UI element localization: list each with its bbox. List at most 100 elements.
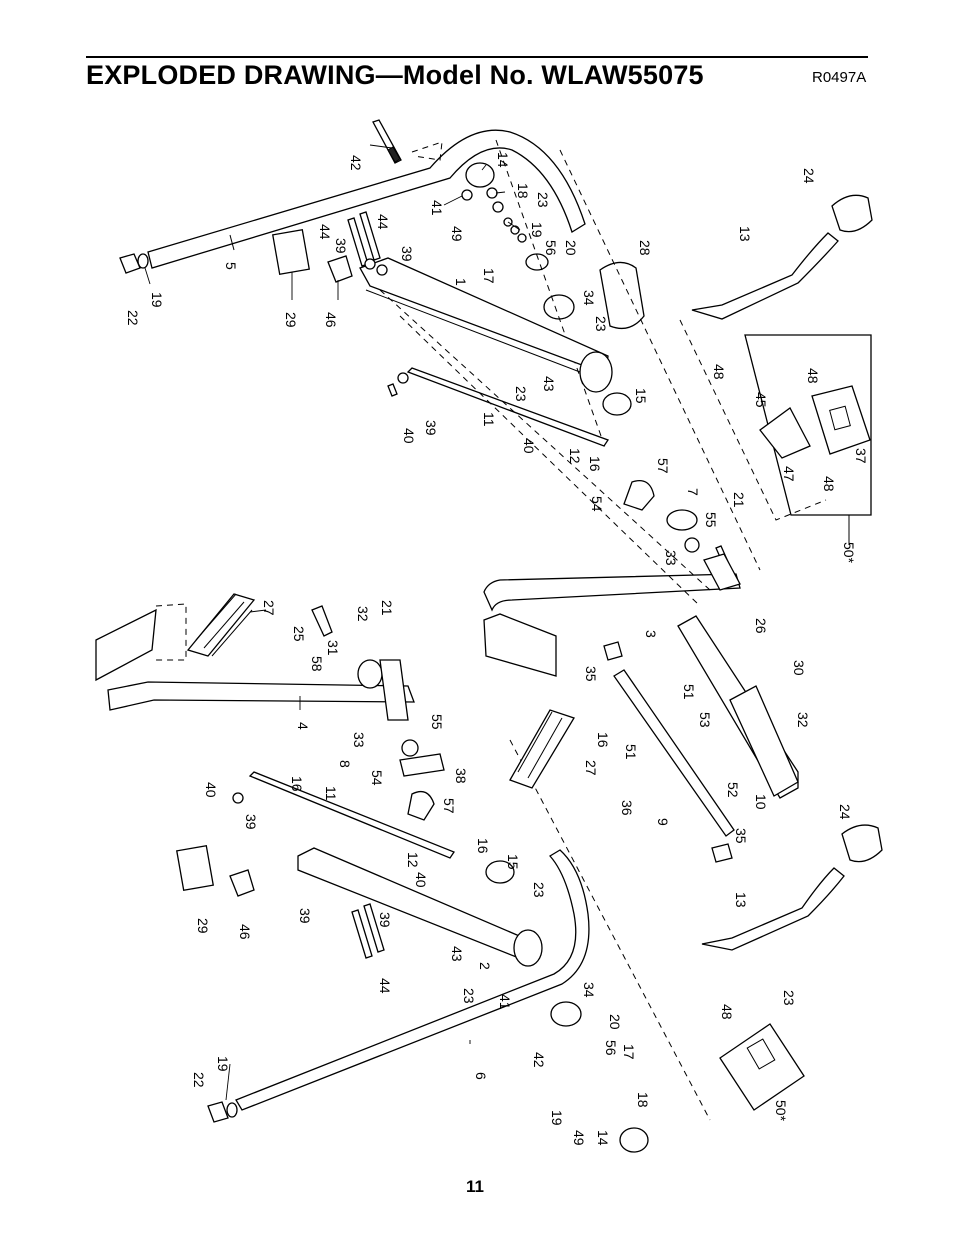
- callout-label: 58: [309, 656, 325, 672]
- end-cap-lower: [207, 1101, 229, 1123]
- callout-label: 30: [791, 660, 807, 676]
- callout-label: 46: [323, 312, 339, 328]
- callout-label: 40: [401, 428, 417, 444]
- knob-lower: [619, 1127, 649, 1153]
- callout-label: 40: [521, 438, 537, 454]
- callout-label: 29: [195, 918, 211, 934]
- pedal-27-lower: [509, 709, 575, 789]
- slider-10: [729, 685, 799, 797]
- end-cap-29-lower: [176, 844, 214, 892]
- callout-label: 51: [681, 684, 697, 700]
- plate-8: [399, 753, 445, 777]
- callout-label: 48: [821, 476, 837, 492]
- page-number: 11: [466, 1177, 484, 1196]
- bearing-34-lower: [550, 1001, 582, 1027]
- bearing-15-upper: [602, 392, 632, 416]
- console-inset: [744, 334, 872, 516]
- callout-label: 47: [781, 466, 797, 482]
- bolt-25: [311, 605, 333, 637]
- callout-label: 5: [223, 262, 239, 270]
- callout-label: 40: [413, 872, 429, 888]
- bracket-46-lower: [229, 869, 255, 897]
- callout-label: 21: [379, 600, 395, 616]
- callout-label: 44: [317, 224, 333, 240]
- foam-grip-28: [599, 261, 645, 330]
- callout-label: 16: [587, 456, 603, 472]
- callout-label: 35: [733, 828, 749, 844]
- callout-label: 32: [355, 606, 371, 622]
- callout-label: 7: [685, 488, 701, 496]
- callout-label: 20: [607, 1014, 623, 1030]
- callout-label: 18: [515, 183, 531, 199]
- callout-label: 50*: [841, 542, 857, 564]
- bolt-44d: [363, 903, 385, 953]
- pedal-27-upper: [186, 593, 256, 657]
- callout-label: 17: [481, 268, 497, 284]
- cap-35-lower: [711, 843, 733, 863]
- callout-label: 46: [237, 924, 253, 940]
- knob-upper: [465, 162, 495, 188]
- callout-label: 14: [595, 1130, 611, 1146]
- callout-label: 29: [283, 312, 299, 328]
- grip-24-upper: [831, 194, 873, 233]
- header-rule: [86, 56, 868, 58]
- handle-13-lower: [701, 867, 845, 951]
- callout-label: 57: [441, 798, 457, 814]
- bushing-56: [525, 253, 549, 271]
- callout-label: 37: [853, 448, 869, 464]
- callout-label: 43: [449, 946, 465, 962]
- callout-label: 36: [619, 800, 635, 816]
- end-cap-29-upper: [272, 228, 310, 276]
- callout-label: 20: [563, 240, 579, 256]
- upper-frame: [359, 257, 613, 393]
- callout-label: 35: [583, 666, 599, 682]
- nut-41: [461, 189, 473, 201]
- callout-label: 54: [589, 496, 605, 512]
- callout-label: 56: [543, 240, 559, 256]
- callout-label: 56: [603, 1040, 619, 1056]
- callout-label: 57: [655, 458, 671, 474]
- callout-label: 23: [535, 192, 551, 208]
- post-lower: [379, 659, 409, 721]
- page-title: EXPLODED DRAWING—Model No. WLAW55075: [86, 60, 704, 90]
- callout-label: 23: [593, 316, 609, 332]
- callout-label: 13: [733, 892, 749, 908]
- bushing-31: [357, 659, 383, 689]
- callout-label: 32: [795, 712, 811, 728]
- washer-lower-end: [226, 1102, 238, 1118]
- cap-35-upper: [603, 641, 623, 661]
- callout-label: 38: [453, 768, 469, 784]
- callout-label: 54: [369, 770, 385, 786]
- callout-label: 34: [581, 290, 597, 306]
- callout-label: 24: [837, 804, 853, 820]
- washer-55-lower: [401, 739, 419, 757]
- end-cap-upper: [119, 253, 141, 274]
- callout-label: 49: [571, 1130, 587, 1146]
- leader-lines: [144, 144, 850, 1101]
- callout-label: 44: [377, 978, 393, 994]
- console-lower: [719, 1023, 805, 1111]
- callouts: 42 14 18 23 41 49 19 56 20 17 28 24 13 4…: [125, 152, 869, 1146]
- callout-label: 14: [495, 152, 511, 168]
- callout-label: 51: [623, 744, 639, 760]
- callout-label: 27: [583, 760, 599, 776]
- callout-label: 31: [325, 640, 341, 656]
- callout-label: 27: [261, 600, 277, 616]
- callout-label: 15: [505, 854, 521, 870]
- upper-handlebar: [147, 129, 586, 269]
- washer-39b: [376, 264, 388, 276]
- callout-label: 39: [297, 908, 313, 924]
- handle-13-upper: [691, 232, 839, 320]
- callout-label: 41: [429, 200, 445, 216]
- callout-label: 16: [475, 838, 491, 854]
- callout-label: 39: [377, 912, 393, 928]
- callout-label: 1: [453, 278, 469, 286]
- callout-label: 34: [581, 982, 597, 998]
- bracket-46-upper: [327, 255, 353, 283]
- callout-label: 17: [621, 1044, 637, 1060]
- callout-label: 16: [289, 776, 305, 792]
- callout-label: 12: [567, 448, 583, 464]
- lower-frame: [297, 847, 543, 967]
- bolt-40a: [387, 383, 398, 397]
